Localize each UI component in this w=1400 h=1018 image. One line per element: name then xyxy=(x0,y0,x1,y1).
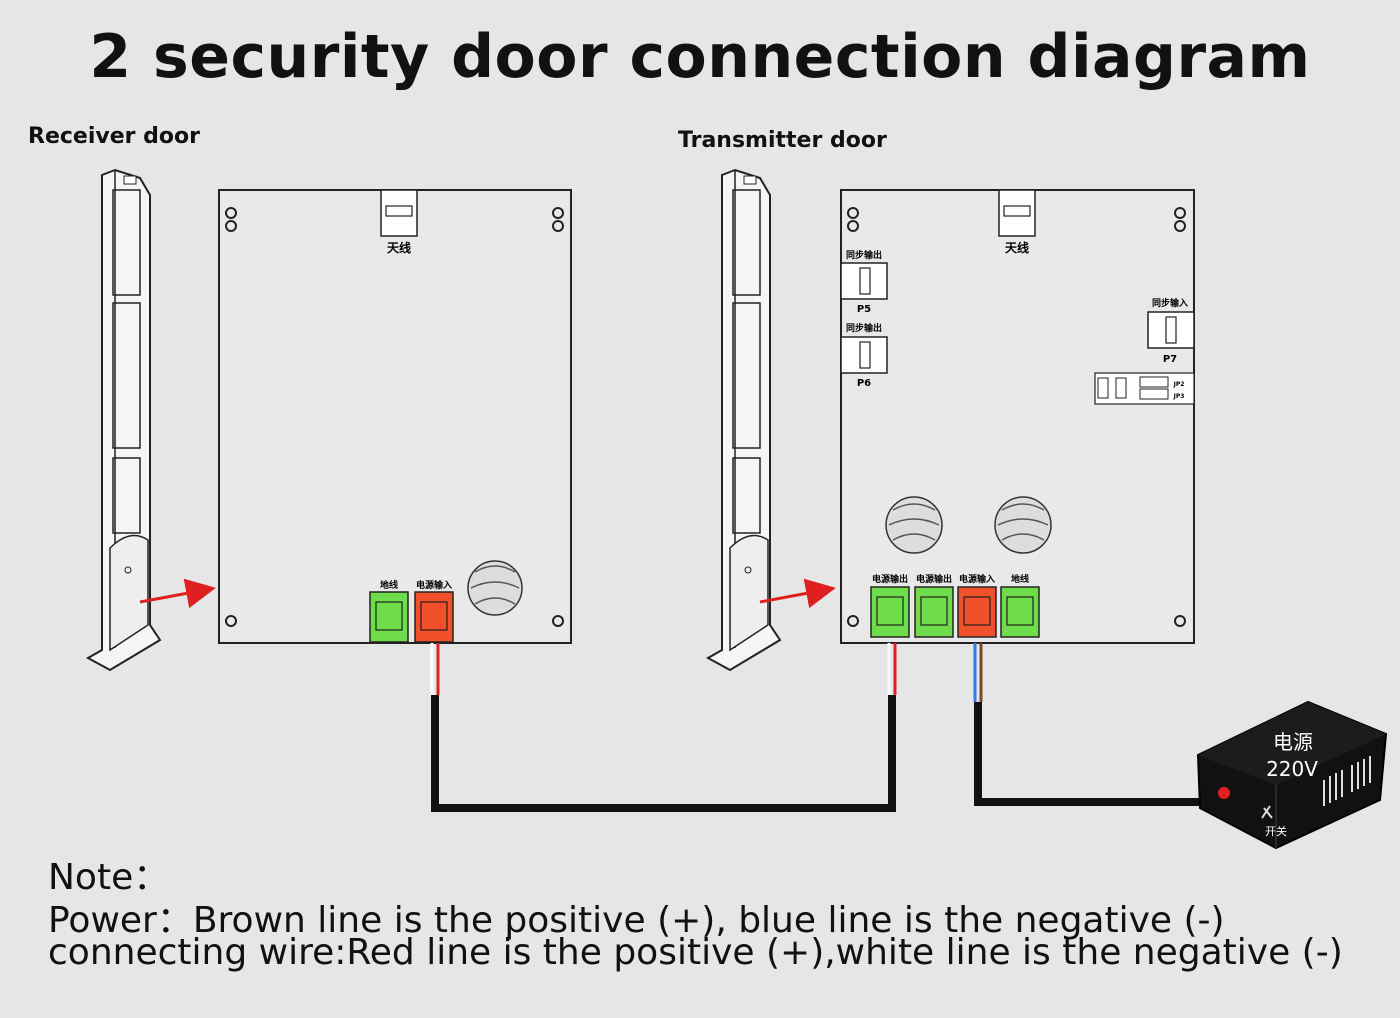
transmitter-jp2-label: JP2 xyxy=(1173,381,1185,388)
note-power: Power：Brown line is the positive (+), bl… xyxy=(48,900,1225,941)
connecting-wire xyxy=(430,643,897,812)
transmitter-ground-label: 地线 xyxy=(1011,573,1029,585)
diagram-title: 2 security door connection diagram xyxy=(89,22,1311,92)
transmitter-sync-out-2-label: 同步输出 xyxy=(846,322,882,334)
power-supply-voltage: 220V xyxy=(1266,757,1318,781)
power-indicator-light xyxy=(1218,787,1230,799)
transmitter-power-in-label: 电源输入 xyxy=(959,573,995,585)
transmitter-door-pillar xyxy=(705,168,782,672)
transmitter-power-out-2-label: 电源输出 xyxy=(916,573,952,585)
transmitter-p7-label: P7 xyxy=(1163,354,1177,365)
switch-icon xyxy=(1261,805,1273,819)
transmitter-board xyxy=(840,189,1195,644)
power-cable xyxy=(973,643,1205,806)
receiver-door-label: Receiver door xyxy=(28,124,200,149)
transmitter-arrow xyxy=(759,578,836,609)
receiver-antenna-label: 天线 xyxy=(387,240,411,255)
transmitter-p6-label: P6 xyxy=(857,378,871,389)
transmitter-antenna-label: 天线 xyxy=(1005,240,1029,255)
power-supply-box xyxy=(1196,700,1388,850)
transmitter-p5-label: P5 xyxy=(857,304,871,315)
receiver-board xyxy=(218,189,572,644)
receiver-arrow xyxy=(139,578,216,609)
note-heading: Note： xyxy=(48,857,170,898)
transmitter-sync-out-1-label: 同步输出 xyxy=(846,249,882,261)
power-supply-switch-label: 开关 xyxy=(1265,824,1287,838)
note-connecting-wire: connecting wire:Red line is the positive… xyxy=(48,932,1343,973)
transmitter-jp3-label: JP3 xyxy=(1173,393,1185,400)
transmitter-sync-in-label: 同步输入 xyxy=(1152,297,1188,309)
receiver-power-in-label: 电源输入 xyxy=(416,579,452,591)
transmitter-door-label: Transmitter door xyxy=(678,128,887,153)
transmitter-power-out-1-label: 电源输出 xyxy=(872,573,908,585)
power-supply-label: 电源 xyxy=(1273,730,1313,754)
receiver-door-pillar xyxy=(85,168,162,672)
receiver-ground-label: 地线 xyxy=(380,579,398,591)
